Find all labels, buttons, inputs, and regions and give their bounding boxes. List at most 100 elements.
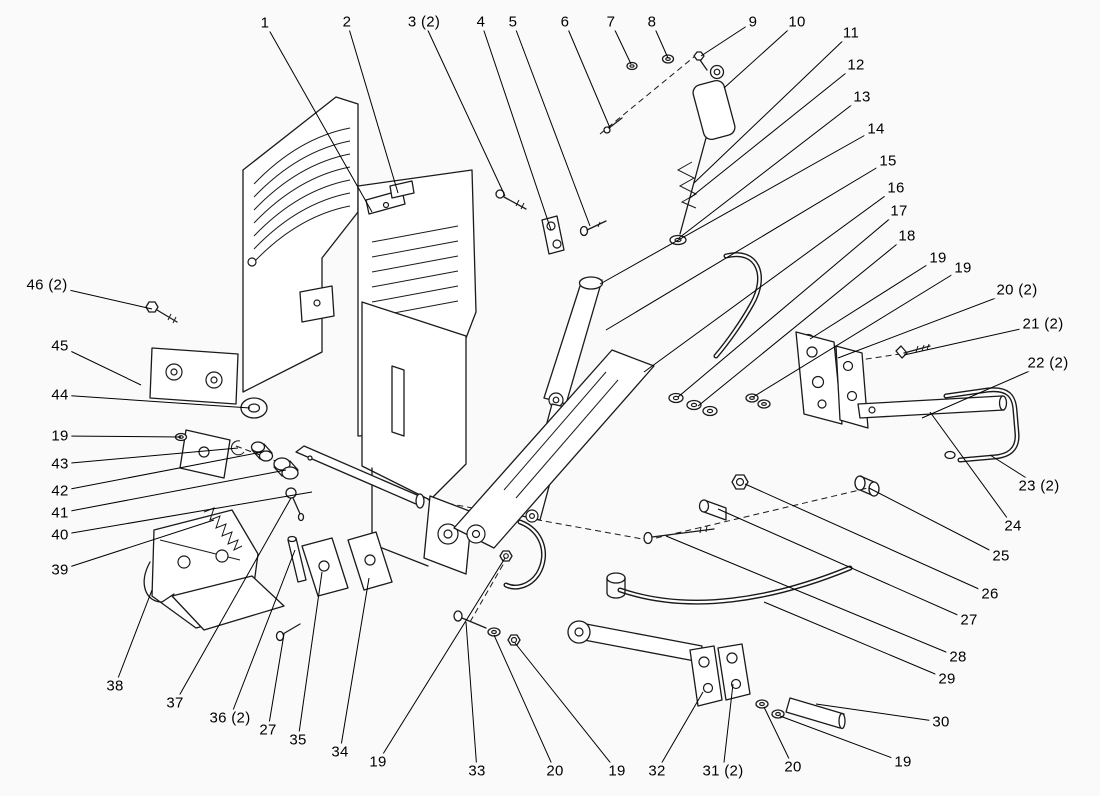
- shock-absorber-assembly: [604, 52, 737, 245]
- leader-line-part-20: [764, 707, 793, 767]
- lever-arm: [584, 624, 702, 662]
- bracket-part-32: [690, 646, 722, 706]
- leader-line-part-14: [600, 129, 876, 284]
- bolt-part-28: [644, 526, 714, 544]
- callout-part-27: 27: [256, 721, 280, 739]
- callout-part-25: 25: [989, 547, 1013, 565]
- callout-part-16: 16: [884, 179, 908, 197]
- nut-part-19: [508, 635, 520, 645]
- leader-line-part-20: [838, 290, 1017, 358]
- leader-line-part-30: [816, 704, 941, 722]
- leader-line-part-27: [718, 509, 969, 620]
- leader-line-part-37: [175, 498, 291, 703]
- callout-part-10: 10: [785, 13, 809, 31]
- spring-part-39: [204, 508, 242, 550]
- hook-part-38: [144, 562, 174, 602]
- curved-rod: [716, 255, 760, 356]
- callout-part-23: 23 (2): [1015, 477, 1063, 495]
- leader-line-part-34: [340, 578, 369, 752]
- callout-part-28: 28: [946, 648, 970, 666]
- leader-line-part-6: [565, 22, 610, 128]
- lower-left-bracket-assembly: [144, 488, 392, 641]
- nut-part-19-upper: [500, 551, 512, 561]
- axle-part-24: [858, 396, 1007, 418]
- damper-rod-part-11: [680, 138, 706, 234]
- callout-part-20: 20: [543, 762, 567, 780]
- leader-line-part-4: [481, 22, 551, 230]
- leader-line-part-33: [466, 622, 477, 771]
- u-rod-part-23: [945, 390, 1017, 460]
- leader-line-part-43: [60, 448, 238, 464]
- callout-part-21: 21 (2): [1019, 315, 1067, 333]
- bolt-part-3: [496, 190, 526, 209]
- callout-part-5: 5: [505, 13, 521, 31]
- leader-line-part-31: [723, 684, 733, 771]
- callout-part-41: 41: [48, 504, 72, 522]
- callout-part-18: 18: [895, 227, 919, 245]
- callout-part-35: 35: [286, 731, 310, 749]
- leader-line-part-45: [60, 346, 141, 385]
- leader-line-part-25: [869, 488, 1001, 556]
- callout-part-30: 30: [929, 713, 953, 731]
- clip-part-43: [231, 441, 244, 455]
- leader-line-part-5: [513, 22, 590, 226]
- callout-part-20: 20 (2): [993, 281, 1041, 299]
- callout-part-34: 34: [328, 743, 352, 761]
- leader-line-part-27: [268, 634, 284, 730]
- callout-part-2: 2: [339, 13, 355, 31]
- callout-part-19: 19: [891, 753, 915, 771]
- callout-part-38: 38: [103, 677, 127, 695]
- leader-line-part-26: [745, 484, 990, 594]
- leader-line-part-1: [265, 23, 372, 212]
- vent-lines: [254, 128, 350, 262]
- callout-part-42: 42: [48, 482, 72, 500]
- washer-part-8: [663, 55, 674, 63]
- lift-arm-assembly: [454, 255, 760, 587]
- leader-line-part-39: [60, 520, 214, 570]
- leader-line-part-19: [60, 436, 181, 437]
- callout-part-43: 43: [48, 455, 72, 473]
- leader-line-part-40: [60, 492, 312, 535]
- leader-line-part-32: [657, 692, 703, 771]
- pin-part-30: [786, 698, 845, 729]
- bolt-part-21: [896, 344, 930, 358]
- leader-line-part-19: [753, 268, 963, 397]
- callout-part-19: 19: [926, 249, 950, 267]
- callout-part-22: 22 (2): [1024, 354, 1072, 372]
- callout-part-8: 8: [644, 13, 660, 31]
- leader-line-part-17: [678, 211, 899, 397]
- leader-lines: [47, 22, 1048, 771]
- callout-part-44: 44: [48, 386, 72, 404]
- callout-part-27: 27: [957, 611, 981, 629]
- leader-line-part-22: [922, 363, 1048, 418]
- callout-part-11: 11: [839, 24, 863, 42]
- callout-part-33: 33: [465, 762, 489, 780]
- callout-part-46: 46 (2): [23, 276, 71, 294]
- base-plate: [172, 576, 284, 630]
- callout-part-13: 13: [850, 88, 874, 106]
- leader-line-part-36: [230, 550, 295, 718]
- bolt-part-9: [694, 52, 707, 70]
- callout-part-36: 36 (2): [206, 709, 254, 727]
- bushing-part-41: [274, 458, 298, 479]
- connecting-rod-part-29: [607, 568, 850, 602]
- bolt-part-5: [581, 221, 607, 236]
- callout-part-14: 14: [864, 120, 888, 138]
- callout-part-3: 3 (2): [404, 13, 444, 31]
- bracket-part-31: [718, 644, 750, 700]
- callout-part-7: 7: [603, 13, 619, 31]
- callout-part-19: 19: [605, 762, 629, 780]
- lower-lever-assembly: [568, 621, 845, 729]
- damper-part-10: [680, 66, 737, 235]
- bolt-part-33: [454, 611, 486, 628]
- pivot-washers: [669, 394, 770, 416]
- clevis-pin-part-37: [286, 488, 304, 521]
- plate-part-45: [150, 348, 238, 404]
- leader-line-part-20: [494, 635, 555, 771]
- leader-line-part-19: [780, 716, 903, 762]
- leader-line-part-35: [298, 572, 322, 740]
- leader-line-part-16: [644, 188, 896, 372]
- washer-part-20: [756, 700, 768, 708]
